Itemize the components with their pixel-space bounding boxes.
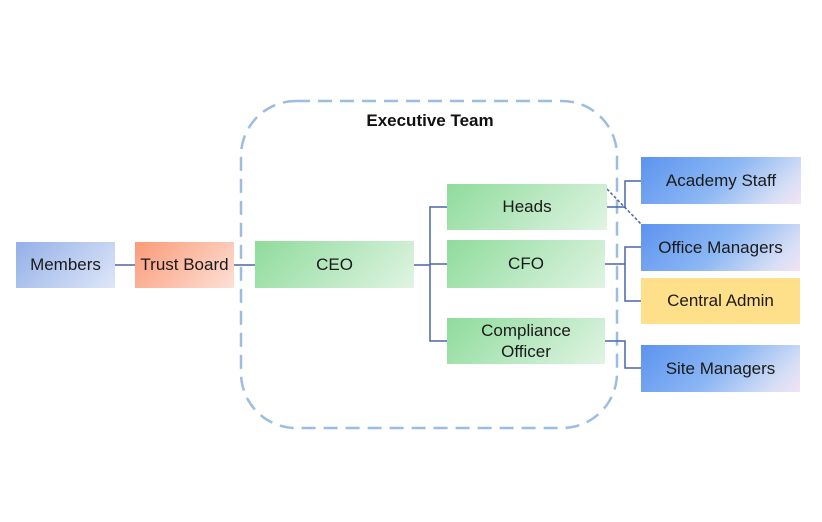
heads-to-academy (607, 180, 641, 208)
cfo-to-office-admin (624, 246, 641, 302)
node-cfo[interactable]: CFO (447, 240, 605, 288)
node-ceo[interactable]: CEO (255, 241, 414, 288)
node-site-managers[interactable]: Site Managers (641, 345, 800, 392)
node-heads[interactable]: Heads (447, 184, 607, 230)
node-central-admin[interactable]: Central Admin (641, 278, 800, 324)
node-office-managers[interactable]: Office Managers (641, 224, 800, 271)
node-compliance-officer[interactable]: Compliance Officer (447, 318, 605, 364)
node-academy-staff[interactable]: Academy Staff (641, 157, 801, 204)
node-members[interactable]: Members (16, 242, 115, 288)
executive-team-container (239, 99, 619, 430)
ceo-to-heads (429, 206, 447, 342)
heads-to-office-diag (606, 188, 642, 225)
compliance-to-site (605, 340, 641, 369)
node-trust-board[interactable]: Trust Board (135, 242, 234, 288)
executive-team-title: Executive Team (366, 111, 494, 130)
